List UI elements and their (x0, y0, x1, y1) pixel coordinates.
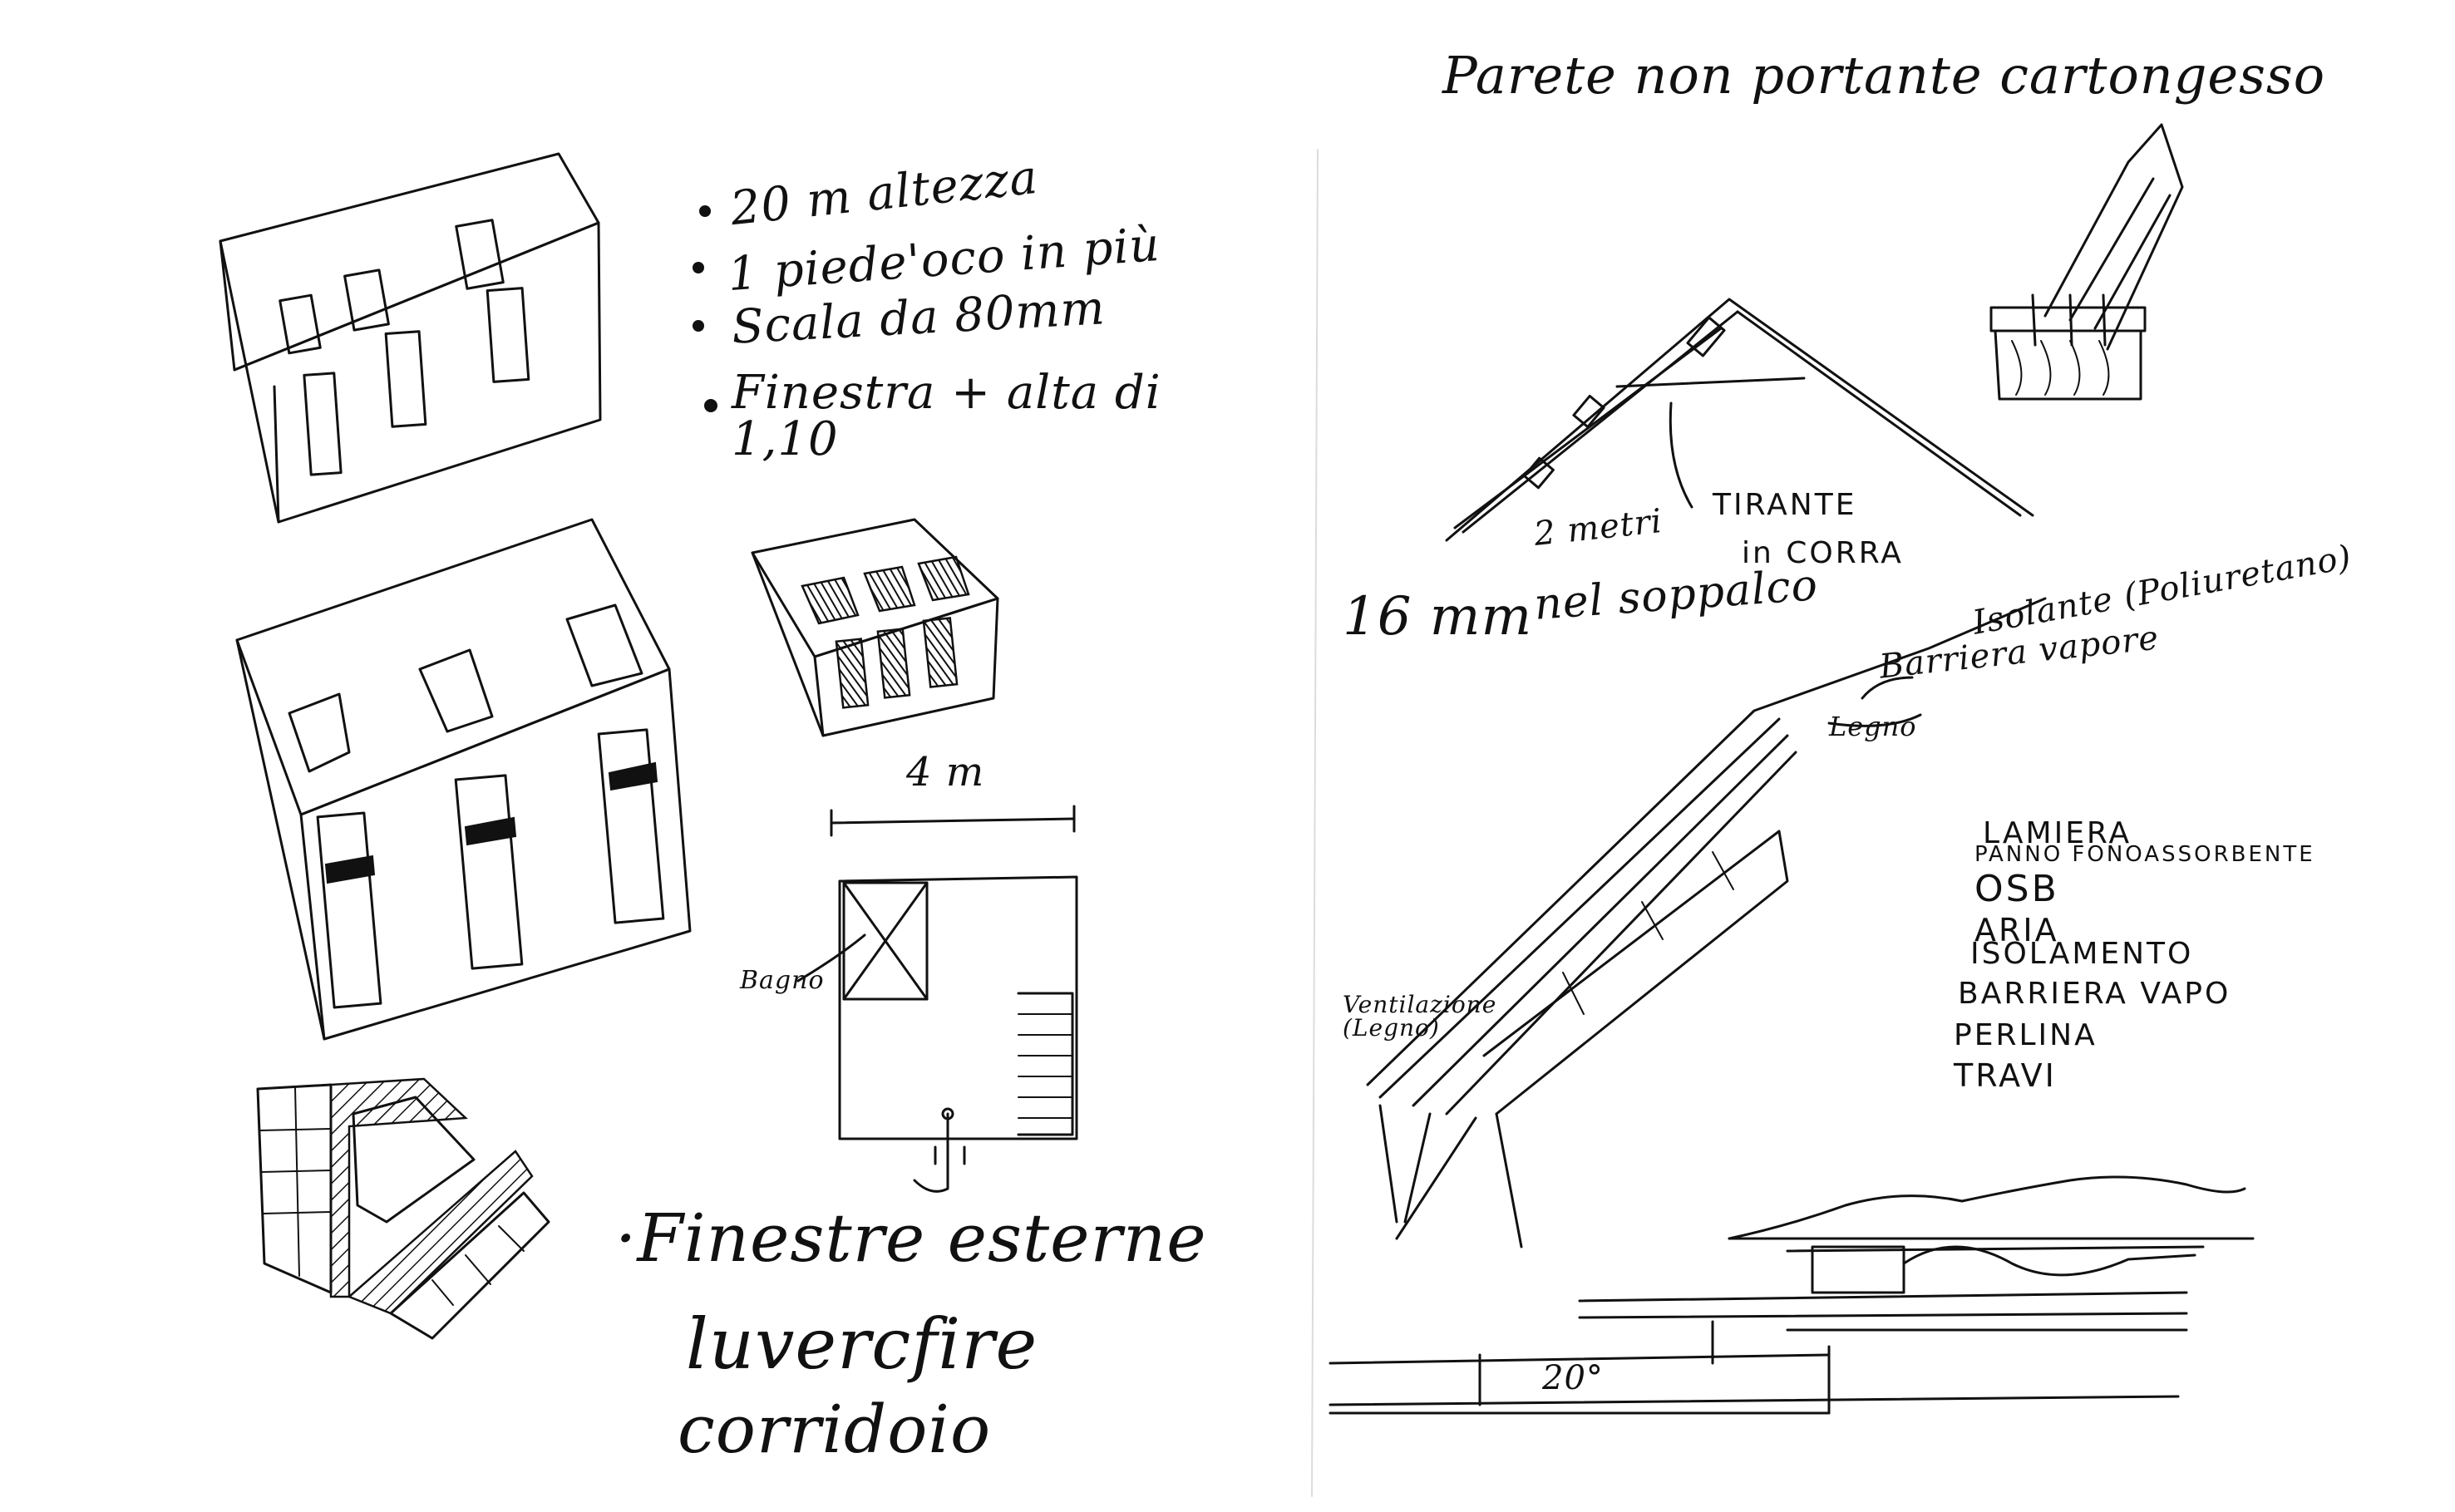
section-angle-label: 20° (1542, 1359, 1604, 1397)
layer-item: BARRIERA VAPO (1958, 977, 2231, 1011)
layer-item: OSB (1974, 868, 2059, 910)
layer-item: ARIA (1974, 912, 2059, 948)
top-title: Parete non portante cartongesso (1442, 45, 2326, 106)
layer-item: LAMIERA (1983, 816, 2132, 850)
tie-rod-label: TIRANTE (1713, 488, 1857, 522)
corridor-note: corridoio (678, 1391, 992, 1468)
floor-plan (796, 805, 1078, 1193)
layer-item: PANNO FONOASSORBENTE (1974, 842, 2315, 867)
ventilation-label: Ventilazione (Legno) (1343, 991, 1497, 1042)
facade-mini-sketch (751, 518, 999, 737)
roof-layer-section (1366, 597, 2047, 1249)
plan-width-label: 4 m (906, 749, 985, 795)
layer-item: ISOLAMENTO (1970, 937, 2194, 971)
staircase-plan-detail (256, 1077, 550, 1340)
requirement-item: Finestra + alta di 1,10 (732, 366, 1161, 466)
bullet-1 (699, 205, 711, 217)
roof-truss-sketch (1445, 298, 2034, 542)
bullet-2 (693, 262, 704, 273)
bullet-4 (704, 399, 717, 412)
building-sketch-large (235, 518, 692, 1041)
building-sketch-small (219, 152, 602, 524)
wood-label: Legno (1829, 711, 1917, 742)
layer-item: TRAVI (1954, 1057, 2057, 1094)
layer-item: PERLINA (1954, 1018, 2098, 1052)
thickness-label: 16 mm (1343, 586, 1533, 648)
plan-bath-label: Bagno (740, 966, 825, 995)
page-fold (1311, 149, 1319, 1497)
in-corra-label: in CORRA (1742, 536, 1904, 570)
rafter-joint-detail (1989, 123, 2184, 401)
building-cross-section (1329, 1175, 2255, 1415)
curtain-note: luvercfire (686, 1303, 1038, 1385)
bullet-3 (693, 320, 704, 332)
exterior-windows-note: ·Finestre esterne (615, 1199, 1207, 1277)
